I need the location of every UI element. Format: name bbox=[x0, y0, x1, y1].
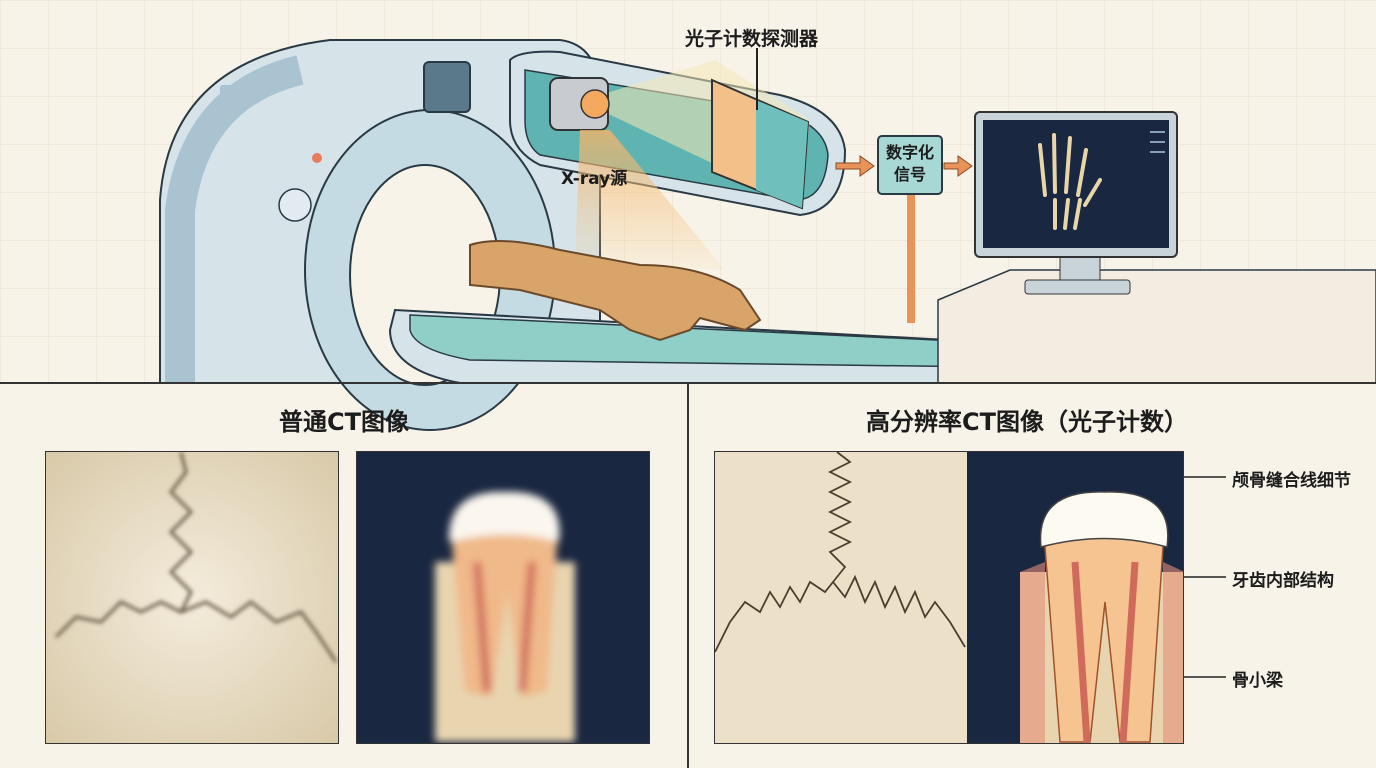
patient-bed bbox=[388, 308, 1092, 384]
tooth-detail bbox=[1020, 491, 1183, 743]
normal-skull-image bbox=[45, 451, 339, 744]
annotation-skull-suture: 颅骨缝合线细节 bbox=[1232, 471, 1351, 491]
normal-tooth-image bbox=[356, 451, 650, 744]
xray-source-icon bbox=[549, 77, 610, 131]
annotation-trabecular-bone: 骨小梁 bbox=[1232, 671, 1283, 691]
hand-xray-icon bbox=[1038, 133, 1102, 230]
photon-counting-detector-icon bbox=[711, 78, 810, 210]
skull-suture-detail bbox=[715, 452, 966, 653]
detector-label: 光子计数探测器 bbox=[685, 28, 819, 50]
digital-signal-label: 数字化 信号 bbox=[880, 142, 940, 186]
hires-ct-title: 高分辨率CT图像（光子计数） bbox=[866, 408, 1188, 436]
annotation-tooth-structure: 牙齿内部结构 bbox=[1232, 571, 1334, 591]
xray-beam bbox=[575, 130, 725, 270]
digital-signal-line1: 数字化 bbox=[885, 143, 934, 162]
hires-image bbox=[714, 451, 1184, 744]
detector-housing bbox=[509, 50, 847, 270]
digital-signal-line2: 信号 bbox=[893, 165, 926, 184]
hand-icon bbox=[469, 240, 762, 342]
monitor[interactable] bbox=[937, 111, 1376, 384]
signal-flow bbox=[835, 135, 973, 323]
normal-ct-title: 普通CT图像 bbox=[279, 408, 409, 436]
xray-source-label: X-ray源 bbox=[561, 169, 628, 189]
